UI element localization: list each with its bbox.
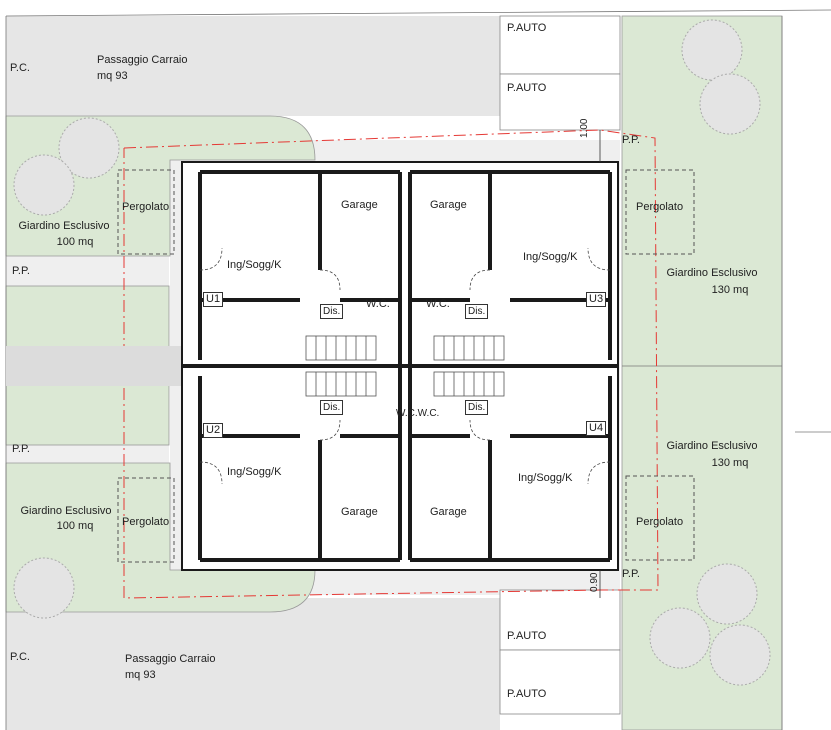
parking-3: P.AUTO	[507, 630, 547, 642]
pergolas	[117, 169, 695, 563]
living-u4: Ing/Sogg/K	[518, 472, 573, 484]
door-swings	[199, 247, 611, 485]
unit-u4: U4	[586, 421, 607, 436]
garden-rt-name: Giardino Esclusivo	[666, 267, 758, 279]
garden-rb-area: 130 mq	[711, 457, 749, 469]
pc-label-top: P.C.	[10, 62, 30, 74]
unit-u3: U3	[586, 292, 607, 307]
trees	[13, 19, 771, 686]
pc-label-bottom: P.C.	[10, 651, 30, 663]
parking-bays	[499, 15, 621, 715]
garden-rb-name: Giardino Esclusivo	[666, 440, 758, 452]
dis-u3: Dis.	[465, 304, 489, 319]
garage-u1: Garage	[341, 199, 378, 211]
dis-u4: Dis.	[465, 400, 489, 415]
living-u3: Ing/Sogg/K	[523, 251, 578, 263]
driveway-bottom-area: mq 93	[125, 669, 156, 681]
interior-walls	[182, 170, 618, 562]
driveway-bottom	[6, 598, 500, 730]
pp-label-left-1: P.P.	[12, 265, 30, 277]
garden-tl-area: 100 mq	[56, 236, 94, 248]
parking-1: P.AUTO	[507, 22, 547, 34]
dim-top: 1.00	[579, 118, 590, 138]
pergola-tr: Pergolato	[636, 201, 684, 213]
garage-u3: Garage	[430, 199, 467, 211]
driveway-bottom-name: Passaggio Carraio	[125, 653, 216, 665]
living-u1: Ing/Sogg/K	[227, 259, 282, 271]
unit-u2: U2	[203, 423, 224, 438]
parking-4: P.AUTO	[507, 688, 547, 700]
pp-label-left-2: P.P.	[12, 443, 30, 455]
pergola-tl: Pergolato	[122, 201, 170, 213]
driveway-top-area: mq 93	[97, 70, 128, 82]
garden-bl-name: Giardino Esclusivo	[20, 505, 112, 517]
dis-u1: Dis.	[320, 304, 344, 319]
pp-label-right-1: P.P.	[622, 134, 640, 146]
pergola-bl: Pergolato	[122, 516, 170, 528]
parking-2: P.AUTO	[507, 82, 547, 94]
wc-u1: W.C.	[366, 298, 390, 310]
pp-strip-left-1	[6, 256, 169, 286]
garage-u4: Garage	[430, 506, 467, 518]
hedge	[6, 346, 181, 386]
wc-u3: W.C.	[426, 298, 450, 310]
pergola-br: Pergolato	[636, 516, 684, 528]
driveway-top	[6, 16, 500, 116]
dim-bottom: 0.90	[589, 572, 600, 592]
garage-u2: Garage	[341, 506, 378, 518]
garden-bl-area: 100 mq	[56, 520, 94, 532]
driveway-top-name: Passaggio Carraio	[97, 54, 188, 66]
unit-u1: U1	[203, 292, 224, 307]
living-u2: Ing/Sogg/K	[227, 466, 282, 478]
pp-label-right-2: P.P.	[622, 568, 640, 580]
stairs	[305, 335, 505, 397]
garden-rt-area: 130 mq	[711, 284, 749, 296]
dis-u2: Dis.	[320, 400, 344, 415]
garden-tl-name: Giardino Esclusivo	[18, 220, 110, 232]
pp-strip-left-2	[6, 445, 169, 463]
wc-pair-bottom: W.C.W.C.	[396, 408, 440, 419]
